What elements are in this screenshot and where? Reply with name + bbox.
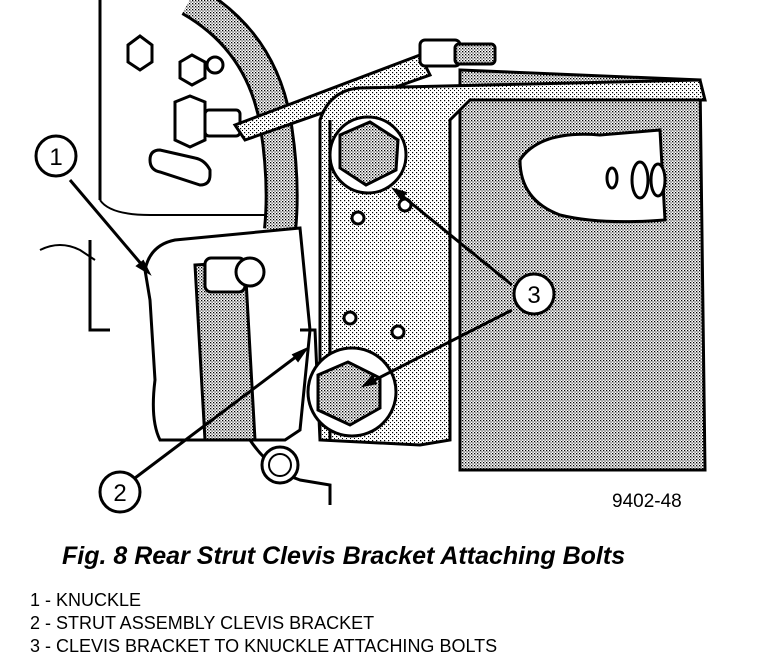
clevis-bracket <box>300 78 707 447</box>
legend-item-2: 2 - STRUT ASSEMBLY CLEVIS BRACKET <box>30 613 375 633</box>
callout-1: 1 <box>34 134 78 178</box>
upper-small-fittings <box>126 34 242 187</box>
legend-item-1: 1 - KNUCKLE <box>30 590 142 610</box>
callout-number: 3 <box>527 282 540 309</box>
diagram-illustration: 1 2 3 9402-48 <box>34 0 707 514</box>
callout-number: 1 <box>49 144 62 171</box>
background-housing <box>39 0 290 332</box>
lower-bolt <box>306 346 398 438</box>
legend-list: 1 - KNUCKLE 2 - STRUT ASSEMBLY CLEVIS BR… <box>30 589 497 658</box>
knuckle <box>143 226 332 505</box>
upper-bolt <box>328 115 408 195</box>
callout-number: 2 <box>113 480 126 507</box>
legend-item-3: 3 - CLEVIS BRACKET TO KNUCKLE ATTACHING … <box>30 636 498 656</box>
figure-code: 9402-48 <box>612 491 682 512</box>
callout-3: 3 <box>512 272 556 316</box>
leader-lines <box>68 179 513 480</box>
callout-2: 2 <box>98 470 142 514</box>
figure-caption: Fig. 8 Rear Strut Clevis Bracket Attachi… <box>62 542 626 570</box>
strut-body <box>458 68 707 472</box>
